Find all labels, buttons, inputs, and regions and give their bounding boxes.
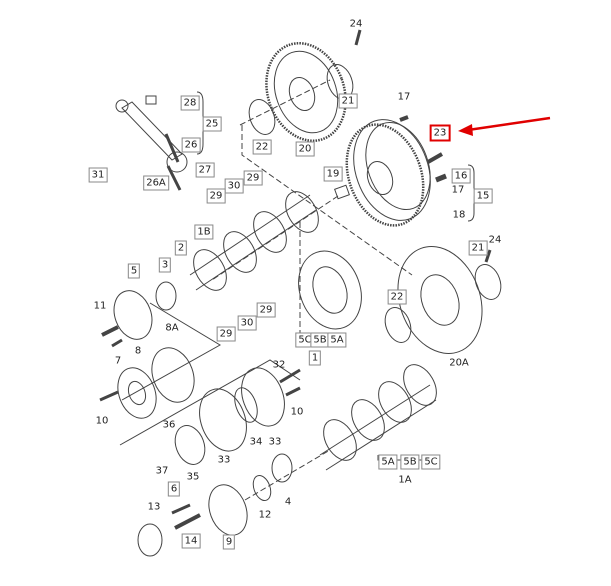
part-label[interactable]: 16 <box>451 168 471 184</box>
connecting-rod-25 <box>115 99 188 173</box>
flange-35 <box>174 425 206 465</box>
part-label[interactable]: 20A <box>449 357 469 369</box>
part-label[interactable]: 10 <box>95 415 109 427</box>
part-label[interactable]: 29 <box>243 170 263 186</box>
part-label[interactable]: 17 <box>397 91 411 103</box>
part-label[interactable]: 29 <box>256 302 276 318</box>
part-label-highlighted[interactable]: 23 <box>429 124 451 142</box>
part-label[interactable]: 12 <box>258 509 272 521</box>
part-label[interactable]: 24 <box>488 234 502 246</box>
bolt-10 <box>285 386 301 397</box>
flywheel-20 <box>265 42 347 142</box>
part-label[interactable]: 35 <box>186 471 200 483</box>
part-label[interactable]: 5B <box>400 454 420 470</box>
bolt-24 <box>354 29 362 46</box>
sender-wheel-5A <box>298 250 362 330</box>
part-label[interactable]: 29 <box>216 326 236 342</box>
part-label[interactable]: 1A <box>398 474 412 486</box>
part-label[interactable]: 11 <box>93 300 107 312</box>
pulley-8A <box>151 347 195 403</box>
cap-13 <box>137 523 163 557</box>
pulley-9 <box>208 484 248 536</box>
seal-33 <box>199 388 247 452</box>
part-label[interactable]: 8 <box>134 345 142 357</box>
part-label[interactable]: 36 <box>162 419 176 431</box>
plate-21b <box>474 264 502 300</box>
crankshaft-1B <box>189 191 319 291</box>
part-label[interactable]: 28 <box>180 95 200 111</box>
part-label[interactable]: 5A <box>378 454 398 470</box>
part-label[interactable]: 5C <box>421 454 441 470</box>
part-label[interactable]: 17 <box>451 184 465 196</box>
drive-plate-20A <box>397 246 483 354</box>
plate-12 <box>252 474 272 502</box>
part-label[interactable]: 33 <box>268 436 282 448</box>
bolt-26 <box>164 133 180 163</box>
part-label[interactable]: 26 <box>181 137 201 153</box>
bolt-6 <box>171 503 191 515</box>
part-label[interactable]: 4 <box>284 496 292 508</box>
part-label[interactable]: 18 <box>452 209 466 221</box>
part-label[interactable]: 27 <box>195 162 215 178</box>
part-label[interactable]: 33 <box>217 454 231 466</box>
bolt-10b <box>99 390 119 402</box>
crankshaft-1A <box>319 364 437 471</box>
stud-32 <box>279 368 301 384</box>
part-label[interactable]: 3 <box>158 257 172 273</box>
part-label[interactable]: 2 <box>174 240 188 256</box>
part-label[interactable]: 7 <box>114 355 122 367</box>
part-label[interactable]: 34 <box>249 436 263 448</box>
plate-22 <box>248 99 276 135</box>
sprocket-4 <box>271 453 293 483</box>
pin-16 <box>435 173 447 183</box>
bearing-19 <box>334 184 350 200</box>
part-label[interactable]: 30 <box>237 315 257 331</box>
dual-mass-flywheel-15 <box>345 119 431 227</box>
bolt-14 <box>174 513 201 530</box>
part-label[interactable]: 13 <box>147 501 161 513</box>
part-label[interactable]: 25 <box>202 116 222 132</box>
seal-33b <box>241 367 285 427</box>
part-label[interactable]: 1 <box>308 350 322 366</box>
part-label[interactable]: 21 <box>338 93 358 109</box>
part-label[interactable]: 19 <box>323 166 343 182</box>
part-label[interactable]: 10 <box>290 406 304 418</box>
part-label[interactable]: 15 <box>473 188 493 204</box>
part-label[interactable]: 20 <box>295 141 315 157</box>
highlight-arrow <box>458 116 551 136</box>
part-label[interactable]: 9 <box>222 534 236 550</box>
part-label[interactable]: 5A <box>327 332 347 348</box>
ring-34 <box>234 387 258 423</box>
pulley-5 <box>113 290 153 340</box>
bolt-7 <box>111 338 123 348</box>
part-label[interactable]: 37 <box>155 465 169 477</box>
part-label[interactable]: 29 <box>206 188 226 204</box>
part-label[interactable]: 24 <box>349 18 363 30</box>
sprocket <box>155 281 177 311</box>
part-label[interactable]: 21 <box>468 240 488 256</box>
plate-22b <box>384 307 412 343</box>
part-label[interactable]: 22 <box>387 289 407 305</box>
part-label[interactable]: 30 <box>224 178 244 194</box>
bushing-28 <box>145 95 157 105</box>
part-label[interactable]: 5 <box>127 263 141 279</box>
part-label[interactable]: 8A <box>165 322 179 334</box>
bolt-11 <box>101 325 119 337</box>
part-label[interactable]: 31 <box>88 167 108 183</box>
part-label[interactable]: 14 <box>181 533 201 549</box>
part-label[interactable]: 6 <box>167 481 181 497</box>
pulley-8 <box>117 367 157 419</box>
part-label[interactable]: 26A <box>143 175 169 191</box>
pin-17 <box>399 115 409 122</box>
part-label[interactable]: 1B <box>194 224 214 240</box>
part-label[interactable]: 32 <box>272 359 286 371</box>
bolt-23 <box>427 152 443 164</box>
bolt-26A <box>166 165 182 191</box>
part-label[interactable]: 22 <box>252 139 272 155</box>
